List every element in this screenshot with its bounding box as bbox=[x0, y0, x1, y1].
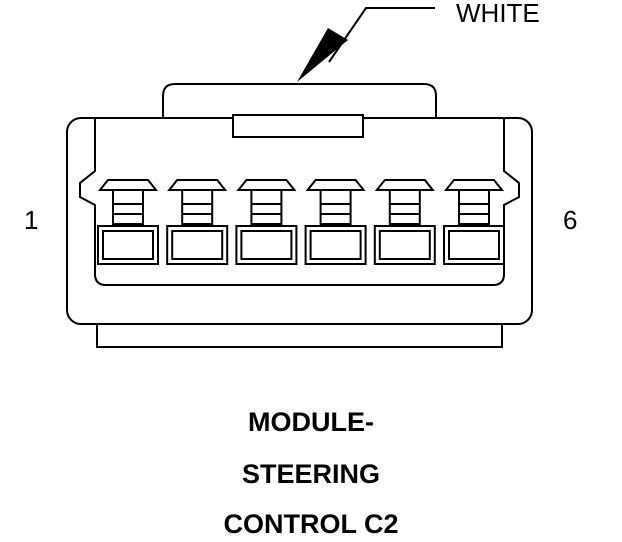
title-line-2: STEERING bbox=[241, 459, 381, 489]
connector-housing-inner bbox=[79, 118, 520, 286]
callout-label: WHITE bbox=[456, 0, 540, 28]
pin-cavity-5 bbox=[373, 179, 436, 265]
connector-lock-tab bbox=[162, 83, 437, 118]
connector-key-slot bbox=[232, 114, 364, 138]
pin-cavity-3 bbox=[235, 179, 298, 265]
connector-housing-outer bbox=[66, 117, 533, 325]
pin-6-label: 6 bbox=[563, 205, 577, 235]
callout-leader bbox=[297, 7, 435, 82]
callout-arrowhead bbox=[297, 28, 348, 82]
pin-cavity-4 bbox=[304, 179, 367, 265]
pin-cavity-1 bbox=[97, 179, 159, 265]
pin-1-label: 1 bbox=[24, 205, 38, 235]
connector-base bbox=[96, 324, 503, 348]
pin-cavity-2 bbox=[166, 179, 229, 265]
pin-cavity-6 bbox=[443, 179, 505, 265]
title-line-3: CONTROL C2 bbox=[223, 509, 399, 539]
title-line-1: MODULE- bbox=[248, 407, 374, 437]
